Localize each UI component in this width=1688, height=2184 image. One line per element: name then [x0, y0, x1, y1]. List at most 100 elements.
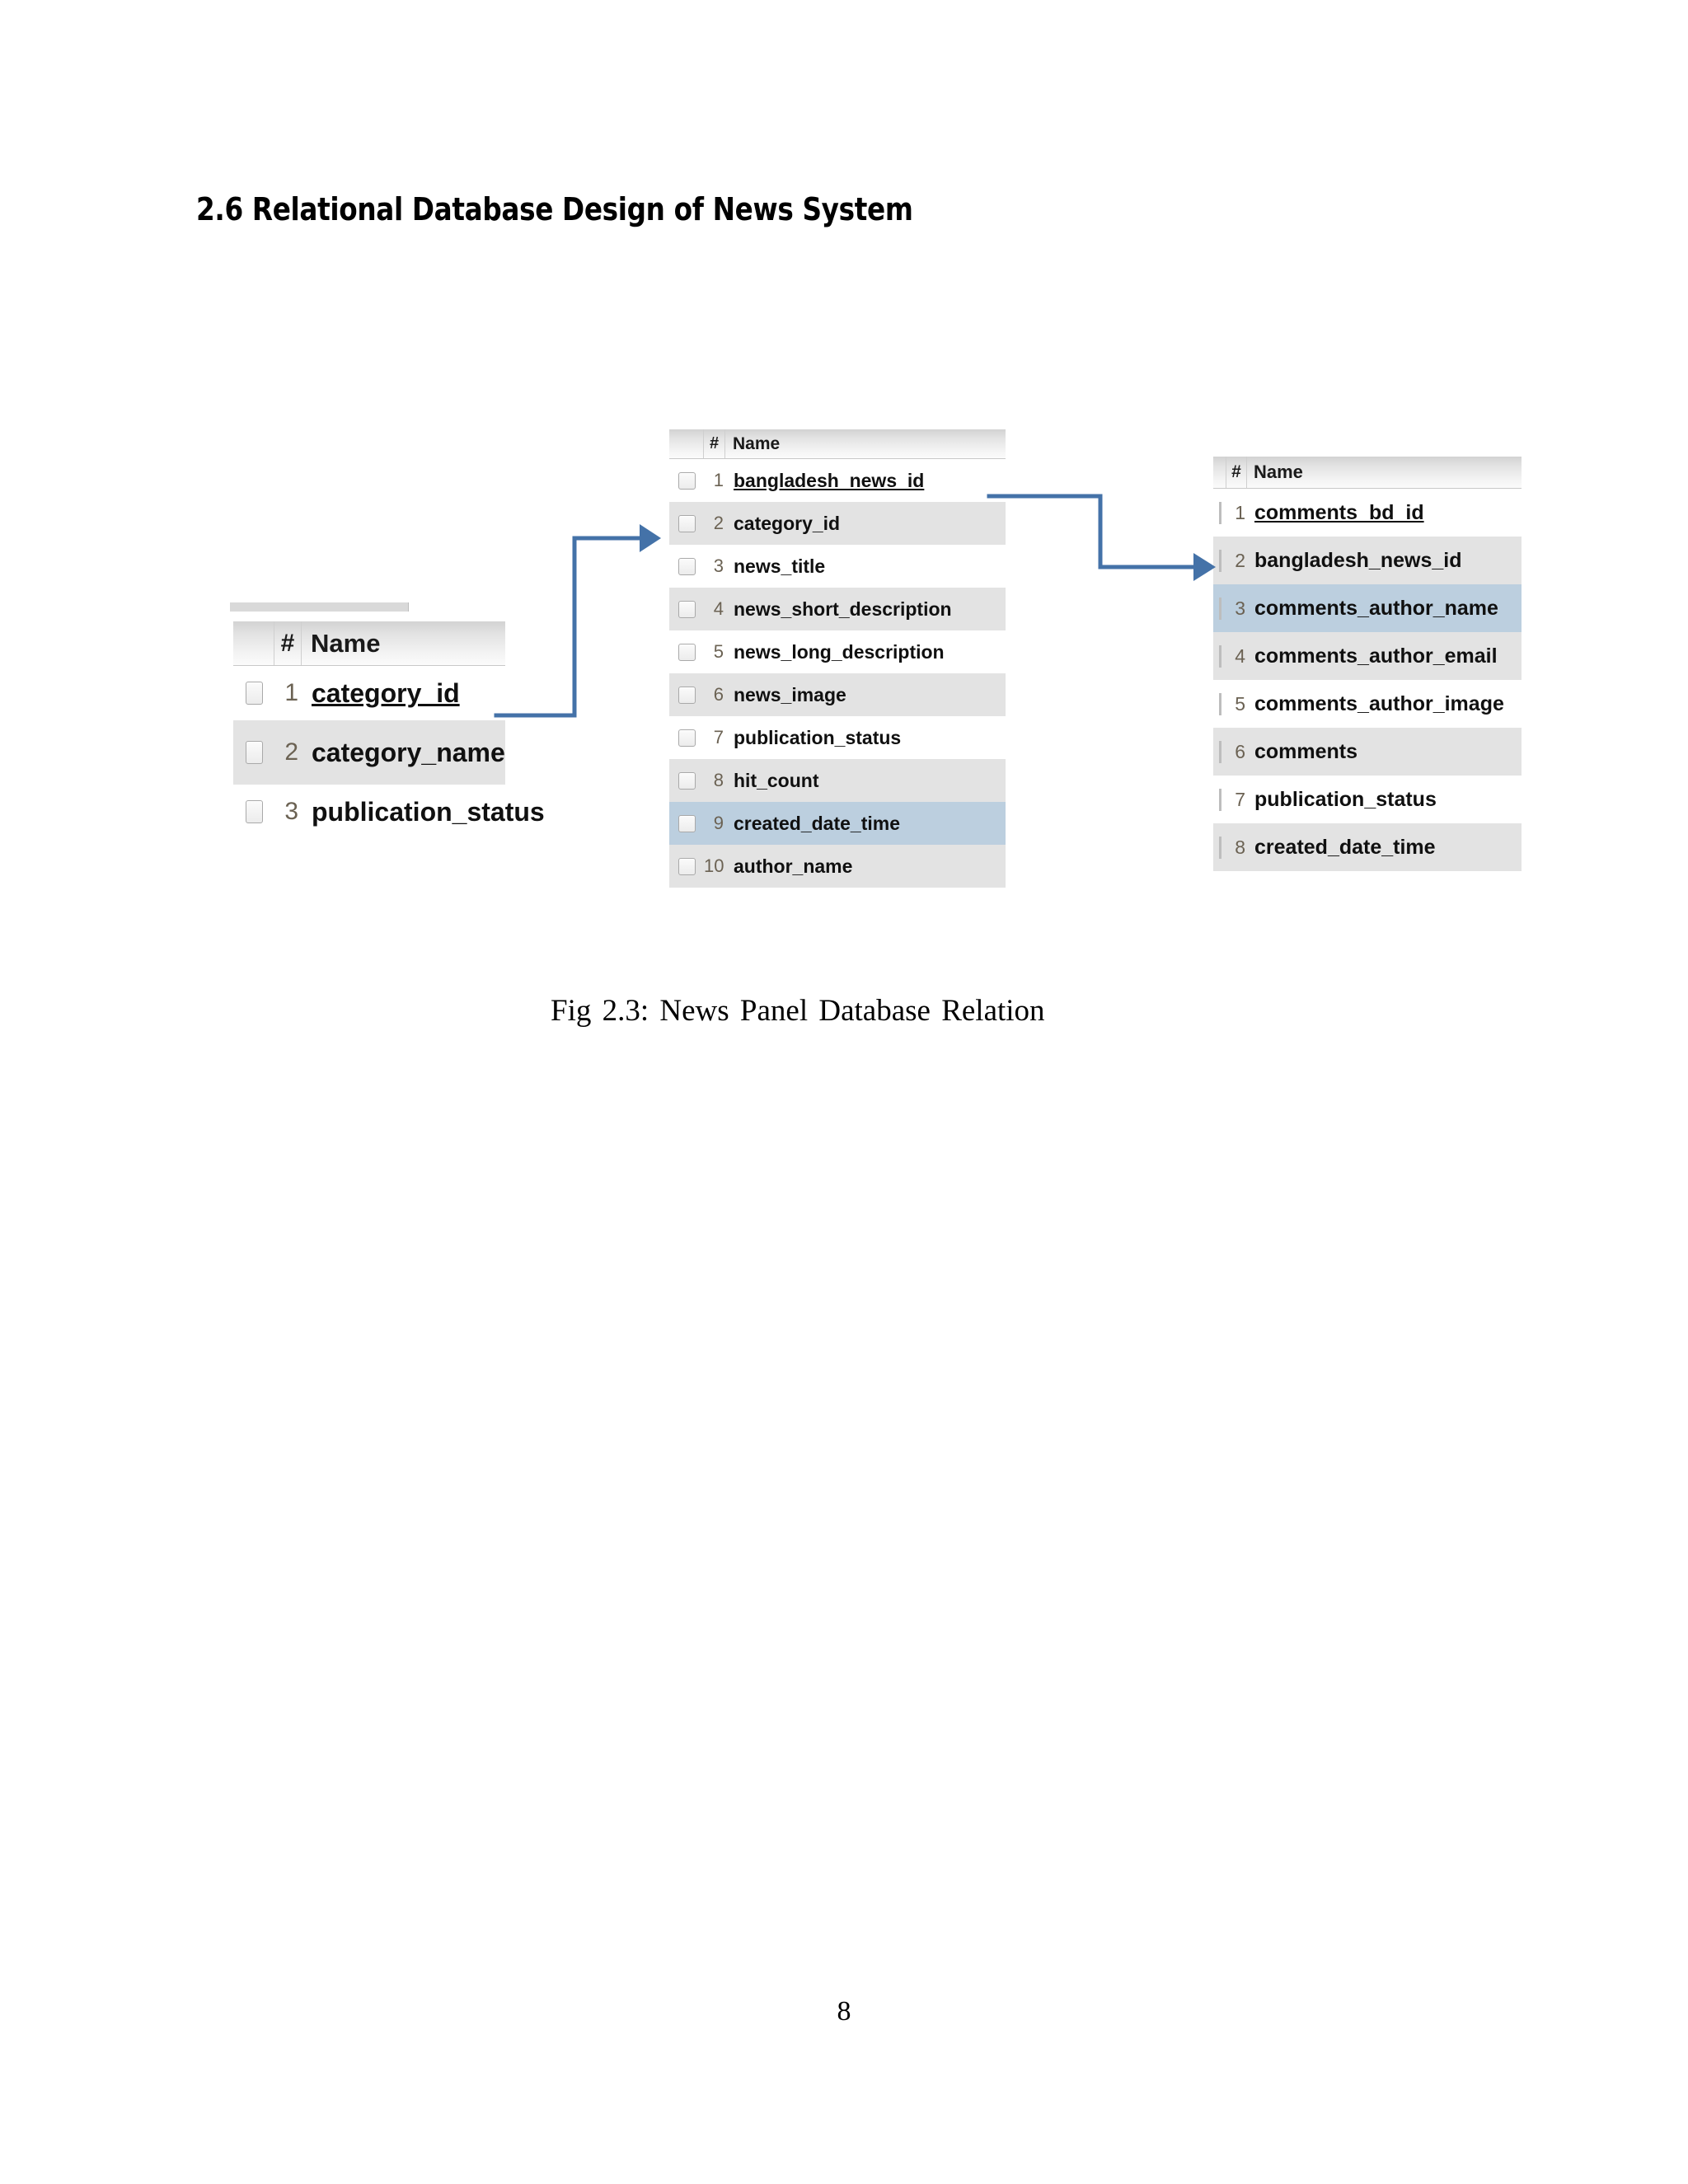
header-checkbox-cell: [669, 429, 704, 458]
checkbox-icon[interactable]: [245, 800, 263, 823]
checkbox-icon[interactable]: [678, 471, 696, 490]
table-header-row: # Name: [669, 429, 1006, 459]
row-checkbox-cell[interactable]: [669, 857, 704, 875]
table-row[interactable]: 6 comments: [1213, 728, 1522, 776]
checkbox-icon[interactable]: [1218, 644, 1221, 668]
checkbox-icon[interactable]: [678, 771, 696, 790]
row-column-name[interactable]: publication_status: [734, 726, 902, 748]
row-column-name[interactable]: comments_author_image: [1254, 691, 1504, 715]
checkbox-icon[interactable]: [678, 600, 696, 618]
row-checkbox-cell[interactable]: [669, 471, 704, 490]
checkbox-icon[interactable]: [678, 729, 696, 747]
row-checkbox-cell[interactable]: [1213, 788, 1226, 811]
row-checkbox-cell[interactable]: [233, 800, 274, 823]
row-checkbox-cell[interactable]: [1213, 740, 1226, 763]
row-checkbox-cell[interactable]: [669, 557, 704, 575]
row-checkbox-cell[interactable]: [669, 771, 704, 790]
checkbox-icon[interactable]: [1218, 788, 1221, 811]
row-column-name[interactable]: comments_author_name: [1254, 596, 1498, 620]
row-checkbox-cell[interactable]: [1213, 836, 1226, 859]
row-column-name[interactable]: hit_count: [734, 769, 819, 791]
arrowhead-icon: [640, 524, 661, 552]
row-checkbox-cell[interactable]: [669, 600, 704, 618]
table-row[interactable]: 7 publication_status: [669, 716, 1006, 759]
row-column-name[interactable]: created_date_time: [734, 812, 900, 834]
checkbox-icon[interactable]: [245, 741, 263, 764]
checkbox-icon[interactable]: [1218, 836, 1221, 859]
row-checkbox-cell[interactable]: [669, 814, 704, 832]
row-column-name[interactable]: bangladesh_news_id: [1254, 548, 1462, 572]
row-checkbox-cell[interactable]: [233, 741, 274, 764]
row-number: 3: [284, 798, 298, 825]
row-number: 7: [713, 727, 724, 748]
row-checkbox-cell[interactable]: [669, 643, 704, 661]
checkbox-icon[interactable]: [1218, 597, 1221, 620]
row-checkbox-cell[interactable]: [669, 729, 704, 747]
table-row[interactable]: 10 author_name: [669, 845, 1006, 888]
row-column-name-primary-key[interactable]: comments_bd_id: [1254, 500, 1424, 524]
row-checkbox-cell[interactable]: [1213, 501, 1226, 524]
row-column-name[interactable]: news_long_description: [734, 640, 945, 663]
row-column-name[interactable]: category_id: [734, 512, 841, 534]
row-number: 3: [1235, 597, 1245, 619]
checkbox-icon[interactable]: [245, 682, 263, 705]
row-column-name[interactable]: author_name: [734, 855, 853, 877]
row-number: 5: [713, 641, 724, 662]
row-number: 10: [704, 855, 724, 876]
row-checkbox-cell[interactable]: [669, 514, 704, 532]
table-row[interactable]: 5 news_long_description: [669, 630, 1006, 673]
table-header-row: # Name: [233, 621, 505, 666]
header-name-label: Name: [311, 628, 381, 658]
row-checkbox-cell[interactable]: [669, 686, 704, 704]
checkbox-icon[interactable]: [1218, 692, 1221, 715]
checkbox-icon[interactable]: [678, 514, 696, 532]
row-column-name[interactable]: publication_status: [312, 796, 545, 827]
row-column-name[interactable]: news_image: [734, 683, 846, 705]
checkbox-icon[interactable]: [678, 643, 696, 661]
row-number: 8: [1235, 836, 1245, 858]
table-row[interactable]: 4 comments_author_email: [1213, 632, 1522, 680]
row-checkbox-cell[interactable]: [1213, 692, 1226, 715]
row-column-name[interactable]: created_date_time: [1254, 835, 1436, 859]
checkbox-icon[interactable]: [678, 686, 696, 704]
relation-line: [494, 536, 645, 718]
relation-arrow-news-to-comments: [987, 494, 1216, 581]
checkbox-icon[interactable]: [1218, 501, 1221, 524]
checkbox-icon[interactable]: [1218, 740, 1221, 763]
row-column-name[interactable]: news_title: [734, 555, 826, 577]
row-checkbox-cell[interactable]: [233, 682, 274, 705]
checkbox-icon[interactable]: [1218, 549, 1221, 572]
row-column-name[interactable]: news_short_description: [734, 598, 952, 620]
table-row[interactable]: 3 publication_status: [233, 785, 545, 839]
table-row[interactable]: 8 created_date_time: [1213, 823, 1522, 871]
checkbox-icon[interactable]: [678, 814, 696, 832]
row-column-name[interactable]: comments_author_email: [1254, 644, 1498, 668]
row-checkbox-cell[interactable]: [1213, 597, 1226, 620]
row-checkbox-cell[interactable]: [1213, 644, 1226, 668]
row-column-name[interactable]: category_name: [312, 737, 505, 767]
checkbox-icon[interactable]: [678, 557, 696, 575]
table-row[interactable]: 3 comments_author_name: [1213, 584, 1522, 632]
row-column-name[interactable]: publication_status: [1254, 787, 1437, 811]
row-column-name-primary-key[interactable]: category_id: [312, 677, 460, 708]
row-checkbox-cell[interactable]: [1213, 549, 1226, 572]
row-number: 6: [1235, 740, 1245, 762]
row-number: 4: [1235, 644, 1245, 667]
row-column-name[interactable]: comments: [1254, 739, 1358, 763]
row-column-name-primary-key[interactable]: bangladesh_news_id: [734, 469, 925, 491]
checkbox-icon[interactable]: [678, 857, 696, 875]
